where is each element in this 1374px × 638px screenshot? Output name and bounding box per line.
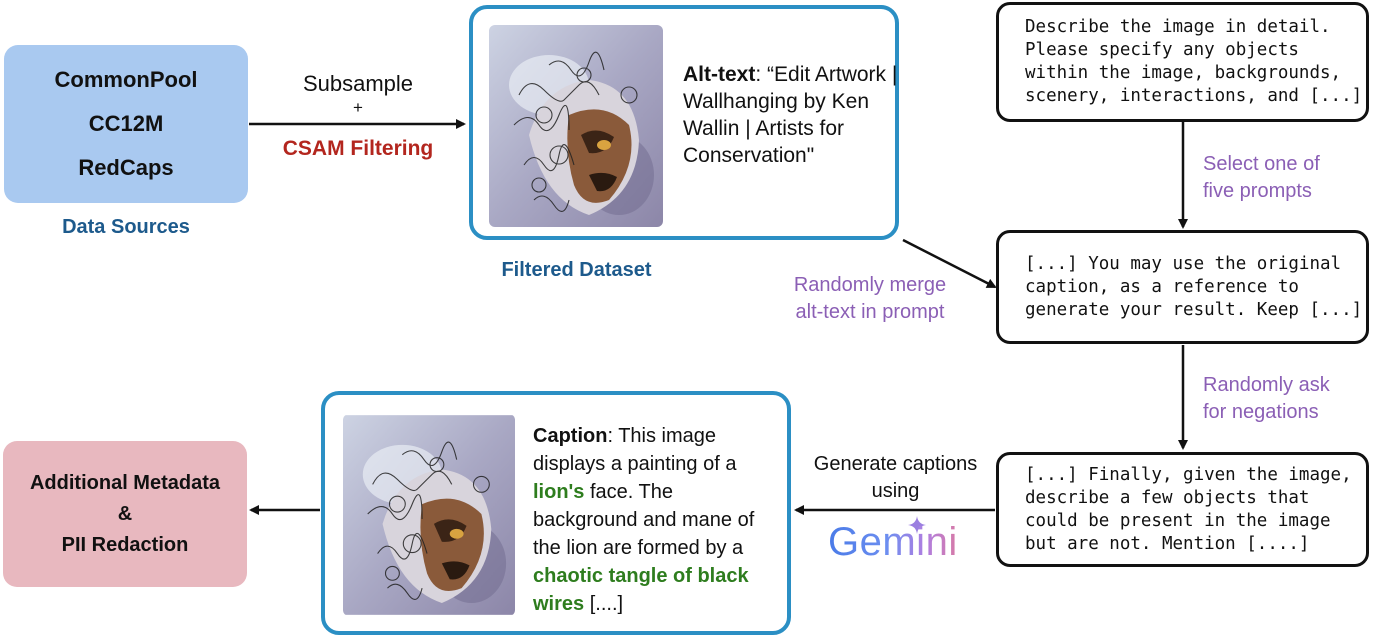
gemini-sparkle-icon: [908, 516, 926, 534]
prompt1-line-4: scenery, interactions, and [...]: [1025, 86, 1363, 106]
data-sources-box: CommonPool CC12M RedCaps: [4, 45, 248, 203]
prompt1-line-2: Please specify any objects: [1025, 40, 1299, 60]
prompt-box-describe: Describe the image in detail. Please spe…: [996, 2, 1369, 122]
prompt1-line-1: Describe the image in detail.: [1025, 17, 1331, 37]
prompt2-line-1: [...] You may use the original: [1025, 253, 1342, 274]
alt-text-block: Alt-text: “Edit Artwork | Wallhanging by…: [683, 61, 898, 169]
metadata-line-2: &: [117, 502, 133, 525]
generate-line-1: Generate captions: [813, 453, 978, 475]
data-sources-label: Data Sources: [62, 216, 190, 238]
prompt2-line-3: generate your result. Keep [...]: [1025, 299, 1363, 320]
caption-highlight-wires: chaotic tangle of black wires: [533, 565, 749, 615]
select-prompt-label: Select one of five prompts: [1203, 151, 1368, 205]
select-line-2: five prompts: [1203, 180, 1312, 202]
prompt3-line-3: could be present in the image: [1025, 510, 1331, 531]
source-commonpool: CommonPool: [54, 67, 198, 92]
merge-line-1: Randomly merge: [793, 274, 947, 296]
negation-label: Randomly ask for negations: [1203, 372, 1368, 426]
source-cc12m: CC12M: [88, 111, 164, 136]
filtered-dataset-box: Alt-text: “Edit Artwork | Wallhanging by…: [469, 5, 899, 240]
prompt3-line-2: describe a few objects that: [1025, 487, 1310, 508]
arrow-dataset-to-prompt: [902, 238, 997, 289]
caption-part-1: : This image displays a painting of a: [533, 425, 737, 475]
negation-line-1: Randomly ask: [1203, 374, 1330, 396]
prompt-box-negations: [...] Finally, given the image, describe…: [996, 452, 1369, 567]
metadata-redaction-box: Additional Metadata & PII Redaction: [3, 441, 247, 587]
caption-highlight-lion: lion's: [533, 481, 585, 503]
prompt3-line-4: but are not. Mention [....]: [1025, 533, 1310, 554]
merge-line-2: alt-text in prompt: [795, 301, 945, 323]
caption-part-3: [....]: [584, 593, 624, 615]
prompt3-line-1: [...] Finally, given the image,: [1025, 464, 1352, 485]
merge-alt-text-label: Randomly merge alt-text in prompt: [770, 272, 970, 326]
lion-painting-image-2: [343, 414, 515, 616]
alt-text-value: : “Edit Artwork | Wallhanging by Ken Wal…: [683, 63, 898, 167]
generate-captions-label: Generate captions using: [793, 451, 998, 505]
caption-box: Caption: This image displays a painting …: [321, 391, 791, 635]
caption-text: Caption: This image displays a painting …: [533, 422, 778, 618]
alt-text-label: Alt-text: [683, 63, 756, 86]
prompt-box-original-caption: [...] You may use the original caption, …: [996, 230, 1369, 344]
metadata-line-3: PII Redaction: [61, 533, 189, 556]
lion-painting-image: [489, 25, 663, 227]
subsample-label: Subsample: [302, 71, 414, 96]
caption-label: Caption: [533, 425, 608, 447]
filtered-dataset-label: Filtered Dataset: [501, 259, 652, 281]
metadata-line-1: Additional Metadata: [29, 471, 220, 494]
prompt2-line-2: caption, as a reference to: [1025, 276, 1299, 297]
negation-line-2: for negations: [1203, 401, 1319, 423]
gemini-logo: Gemini: [828, 520, 958, 564]
prompt1-line-3: within the image, backgrounds,: [1025, 63, 1342, 83]
generate-line-2: using: [871, 480, 920, 502]
caption-part-2: face. The background and mane of the lio…: [533, 481, 755, 559]
source-redcaps: RedCaps: [78, 155, 174, 180]
csam-filtering-label: CSAM Filtering: [282, 137, 434, 160]
select-line-1: Select one of: [1203, 153, 1320, 175]
plus-label: +: [353, 98, 363, 117]
